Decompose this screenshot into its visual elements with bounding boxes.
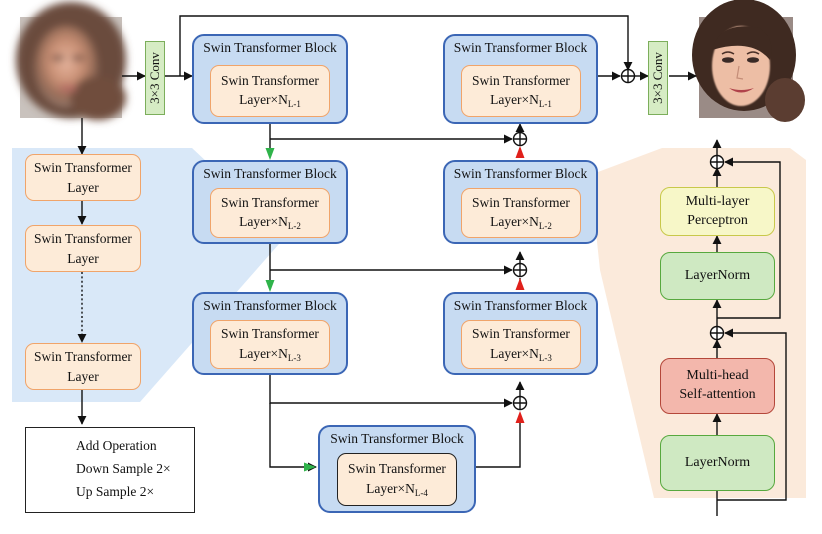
- layer-name: Swin Transformer: [472, 194, 570, 210]
- output-restored-face-image: [692, 0, 805, 122]
- layer-name: Swin Transformer: [221, 72, 319, 88]
- layer-count: Layer×NL-4: [366, 480, 428, 498]
- layer-box: Swin Transformer Layer×NL-1: [210, 65, 330, 117]
- layer-box: Swin Transformer Layer×NL-2: [461, 188, 581, 238]
- layer-box: Swin Transformer Layer×NL-1: [461, 65, 581, 117]
- layer-box: Swin Transformer Layer×NL-3: [210, 320, 330, 369]
- conv-label: 3×3 Conv: [650, 52, 665, 104]
- encoder-block-1: Swin Transformer Block Swin Transformer …: [192, 34, 348, 124]
- block-title: Swin Transformer Block: [203, 40, 337, 55]
- input-blurry-face-image: [16, 2, 126, 120]
- layer-name: Swin Transformer: [472, 326, 570, 342]
- legend: Add Operation Down Sample 2× Up Sample 2…: [25, 427, 195, 513]
- block-title: Swin Transformer Block: [203, 298, 337, 313]
- legend-add: Add Operation: [76, 438, 157, 453]
- input-conv-3x3: 3×3 Conv: [145, 41, 165, 115]
- conv-label: 3×3 Conv: [147, 52, 162, 104]
- encoder-block-2: Swin Transformer Block Swin Transformer …: [192, 160, 348, 244]
- layer-count: Layer×NL-1: [490, 92, 552, 110]
- connectors: [77, 15, 787, 516]
- block-title: Swin Transformer Block: [453, 298, 588, 313]
- block-title: Swin Transformer Block: [453, 40, 588, 55]
- layer-name: Swin Transformer: [472, 72, 570, 88]
- encoder-block-3: Swin Transformer Block Swin Transformer …: [192, 292, 348, 375]
- down-sample-arrows: [265, 124, 316, 472]
- legend-down: Down Sample 2×: [76, 461, 171, 476]
- layer-box: Swin Transformer Layer×NL-4: [337, 453, 457, 506]
- add-operation-icons: [512, 68, 725, 411]
- decoder-block-2: Swin Transformer Block Swin Transformer …: [443, 160, 598, 244]
- layernorm-box-bottom: LayerNorm: [660, 435, 775, 491]
- layer-count: Layer×NL-1: [239, 92, 301, 110]
- block-title: Swin Transformer Block: [453, 166, 588, 181]
- self-attention-box: Multi-head Self-attention: [660, 358, 775, 414]
- block-title: Swin Transformer Block: [330, 431, 464, 446]
- layer-box: Swin Transformer Layer×NL-2: [210, 188, 330, 238]
- decoder-block-3: Swin Transformer Block Swin Transformer …: [443, 292, 598, 375]
- legend-up: Up Sample 2×: [76, 484, 155, 499]
- layer-count: Layer×NL-3: [490, 345, 552, 363]
- decoder-block-1: Swin Transformer Block Swin Transformer …: [443, 34, 598, 124]
- bottleneck-block-4: Swin Transformer Block Swin Transformer …: [318, 425, 476, 513]
- up-sample-arrows: [515, 146, 525, 423]
- layer-count: Layer×NL-2: [239, 214, 301, 232]
- block-title: Swin Transformer Block: [203, 166, 337, 181]
- detail-layer-n: Swin Transformer Layer: [25, 343, 141, 390]
- layer-count: Layer×NL-3: [239, 345, 301, 363]
- layer-count: Layer×NL-2: [490, 214, 552, 232]
- layernorm-box-top: LayerNorm: [660, 252, 775, 300]
- detail-layer-2: Swin Transformer Layer: [25, 225, 141, 272]
- layer-name: Swin Transformer: [348, 461, 446, 477]
- mlp-box: Multi-layer Perceptron: [660, 187, 775, 236]
- detail-layer-1: Swin Transformer Layer: [25, 154, 141, 201]
- layer-box: Swin Transformer Layer×NL-3: [461, 320, 581, 369]
- layer-name: Swin Transformer: [221, 194, 319, 210]
- output-conv-3x3: 3×3 Conv: [648, 41, 668, 115]
- layer-name: Swin Transformer: [221, 326, 319, 342]
